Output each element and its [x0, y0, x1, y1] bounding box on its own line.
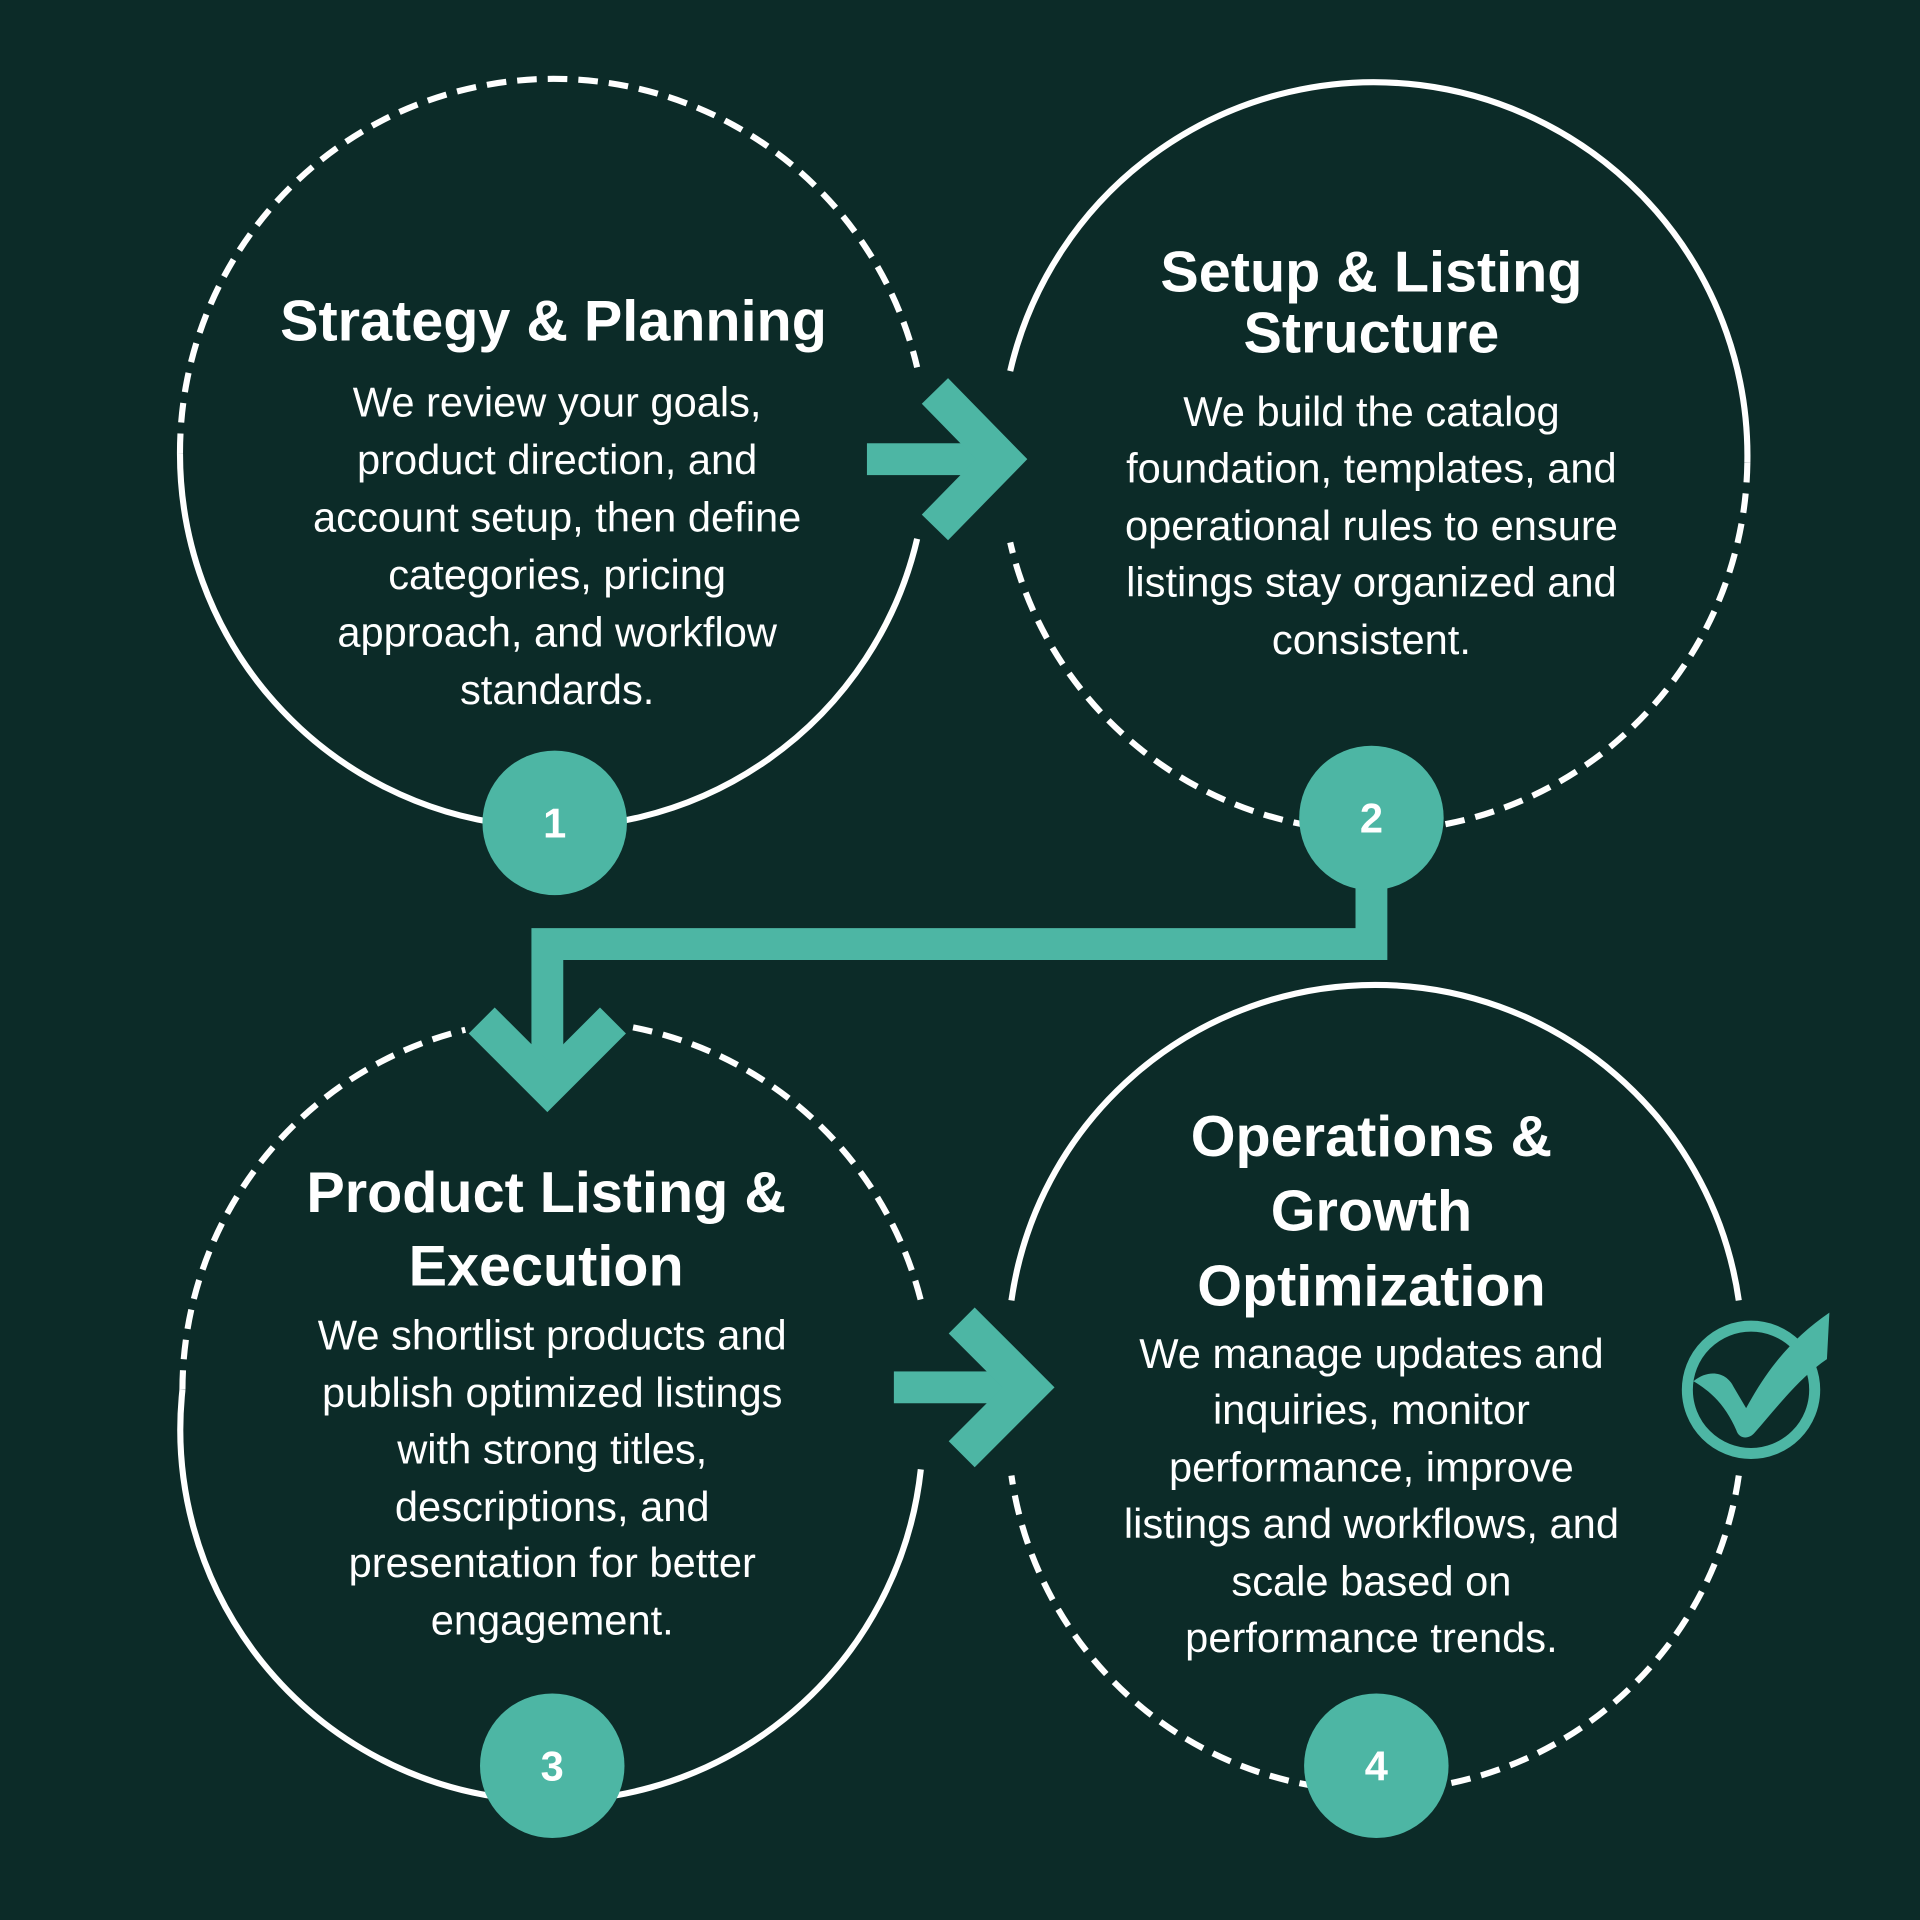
- step-1-content: Strategy & Planning We review your goals…: [280, 289, 827, 713]
- step-number: 4: [1365, 1742, 1388, 1789]
- step-title: Execution: [409, 1235, 684, 1299]
- step-description-line: standards.: [460, 666, 654, 713]
- step-description-line: account setup, then define: [313, 493, 801, 540]
- step-description-line: We build the catalog: [1183, 388, 1559, 435]
- step-description-line: descriptions, and: [395, 1483, 710, 1530]
- step-description-line: listings stay organized and: [1126, 558, 1617, 605]
- connector-arrow-down-icon: [468, 857, 1388, 1113]
- step-2-circle: [1007, 79, 1751, 835]
- step-number: 1: [543, 800, 566, 847]
- step-description-line: We shortlist products and: [318, 1311, 787, 1358]
- checkmark-circle-icon: [1681, 1312, 1830, 1459]
- step-title: Structure: [1244, 302, 1500, 366]
- step-description-line: with strong titles,: [396, 1425, 707, 1472]
- step-description-line: foundation, templates, and: [1126, 444, 1617, 491]
- step-description-line: scale based on: [1231, 1558, 1511, 1605]
- step-title: Setup & Listing: [1160, 240, 1582, 304]
- step-description-line: engagement.: [431, 1597, 674, 1644]
- step-description-line: publish optimized listings: [322, 1369, 782, 1416]
- step-description-line: consistent.: [1272, 616, 1471, 663]
- step-3-content: Product Listing & Execution We shortlist…: [306, 1161, 786, 1643]
- arrow-right-icon: [866, 378, 1028, 541]
- step-description-line: operational rules to ensure: [1125, 502, 1618, 549]
- step-3-badge: 3: [480, 1693, 625, 1838]
- step-4-content: Operations & Growth Optimization We mana…: [1124, 1105, 1619, 1661]
- step-title: Growth: [1271, 1180, 1472, 1244]
- step-description-line: We manage updates and: [1139, 1330, 1603, 1377]
- step-4-badge: 4: [1304, 1693, 1449, 1838]
- step-description-line: categories, pricing: [388, 551, 726, 598]
- step-number: 2: [1360, 795, 1383, 842]
- arrow-right-icon: [893, 1307, 1055, 1468]
- step-description-line: presentation for better: [349, 1539, 756, 1586]
- step-number: 3: [541, 1742, 564, 1789]
- step-description-line: performance trends.: [1185, 1614, 1557, 1661]
- step-description-line: approach, and workflow: [337, 609, 778, 656]
- step-2-badge: 2: [1299, 745, 1444, 891]
- step-title: Product Listing &: [306, 1161, 786, 1225]
- step-1-badge: 1: [482, 750, 627, 896]
- step-description-line: inquiries, monitor: [1213, 1386, 1530, 1433]
- step-description-line: performance, improve: [1169, 1444, 1574, 1491]
- step-description-line: listings and workflows, and: [1124, 1500, 1619, 1547]
- step-description-line: product direction, and: [357, 436, 757, 483]
- step-title: Operations &: [1191, 1105, 1552, 1169]
- step-2-content: Setup & Listing Structure We build the c…: [1125, 240, 1618, 662]
- step-description-line: We review your goals,: [353, 378, 762, 425]
- step-title: Optimization: [1197, 1254, 1545, 1318]
- step-title: Strategy & Planning: [280, 289, 827, 353]
